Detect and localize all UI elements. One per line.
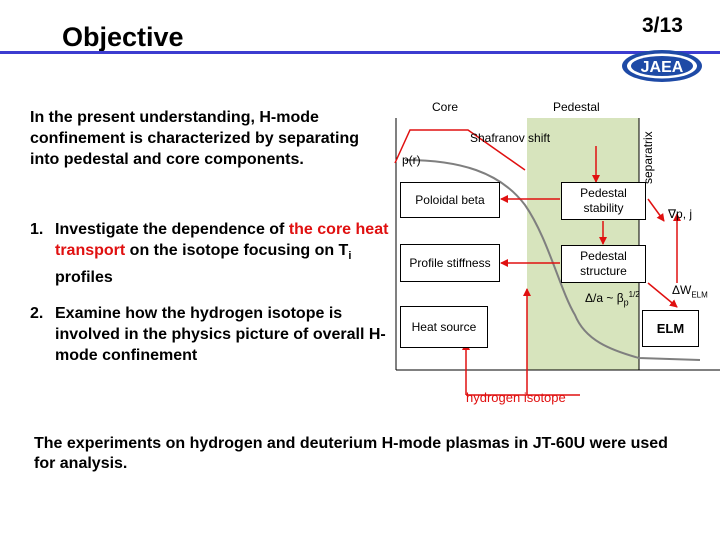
logo-text: JAEA (641, 59, 684, 76)
p-profile-label: p(r) (402, 153, 421, 167)
separatrix-label: separatrix (641, 131, 655, 184)
structure-to-elm-arrow (647, 282, 678, 308)
objective-item-2: 2. Examine how the hydrogen isotope is i… (30, 303, 390, 366)
heat-source-box: Heat source (400, 306, 488, 348)
item-number: 1. (30, 221, 44, 238)
pedestal-width-label: Δ/a ~ βp1/2 (585, 290, 640, 308)
item-text: Examine how the hydrogen isotope is invo… (55, 305, 386, 364)
footer-text: The experiments on hydrogen and deuteriu… (34, 435, 668, 472)
page-number: 3/13 (642, 14, 683, 37)
poloidal-beta-box: Poloidal beta (400, 182, 500, 218)
elm-box: ELM (642, 310, 699, 347)
jaea-logo: JAEA (622, 50, 702, 82)
intro-text: In the present understanding, H-mode con… (30, 109, 359, 168)
objective-item-1: 1. Investigate the dependence of the cor… (30, 219, 390, 288)
stability-to-grad-arrow (647, 198, 665, 222)
shafranov-arrow (394, 129, 526, 171)
pedestal-stability-box: Pedestal stability (561, 182, 646, 220)
core-label: Core (432, 100, 459, 114)
grad-label: ∇p, j (668, 207, 693, 221)
slide-title: Objective (62, 22, 184, 52)
shafranov-label: Shafranov shift (470, 131, 551, 145)
item-number: 2. (30, 305, 44, 322)
pedestal-region (527, 118, 639, 370)
pedestal-label: Pedestal (553, 100, 600, 114)
profile-stiffness-box: Profile stiffness (400, 244, 500, 282)
hydrogen-isotope-label: hydrogen isotope (466, 390, 566, 405)
pressure-profile-curve (404, 159, 701, 361)
title-underline (0, 51, 720, 54)
item-text: Investigate the dependence of the core h… (55, 221, 389, 287)
welm-label: ΔWELM (672, 283, 708, 300)
pedestal-structure-box: Pedestal structure (561, 245, 646, 283)
highlighted-text: the core heat transport (55, 221, 389, 259)
